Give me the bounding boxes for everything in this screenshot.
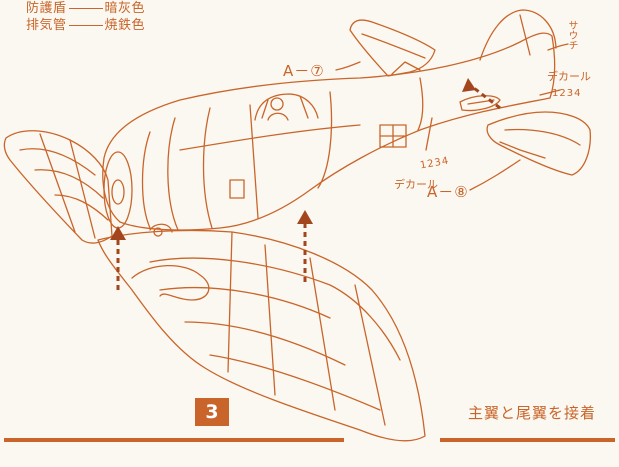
label-part-a8: A－⑧ (427, 183, 469, 201)
label-part-a7: A－⑦ (283, 62, 325, 80)
tailplane-a8 (486, 111, 591, 176)
left-wing-panel (3, 130, 113, 244)
step-title: 主翼と尾翼を接着 (468, 404, 597, 422)
legend-part: 防護盾 (26, 1, 67, 16)
legend-dash (68, 8, 103, 9)
label-decal-fuselage: デカール (394, 178, 438, 191)
main-wing (97, 229, 426, 442)
paint-legend: 防護盾 暗灰色 排気管 焼鉄色 (26, 0, 145, 34)
label-decal-tail: デカール (547, 70, 591, 83)
tail-fin (479, 9, 557, 61)
legend-part: 排気管 (26, 18, 67, 33)
legend-row: 排気管 焼鉄色 (26, 17, 145, 34)
label-serial-tail: 1234 (552, 88, 582, 99)
legend-color: 暗灰色 (104, 1, 146, 16)
legend-dash (68, 25, 103, 26)
legend-row: 防護盾 暗灰色 (26, 0, 145, 17)
label-vertical-marking: サウチ (566, 20, 577, 50)
fuselage (102, 32, 556, 231)
tailplane-a7 (349, 19, 436, 77)
step-number-badge: 3 (195, 398, 229, 426)
legend-color: 焼鉄色 (104, 18, 146, 33)
